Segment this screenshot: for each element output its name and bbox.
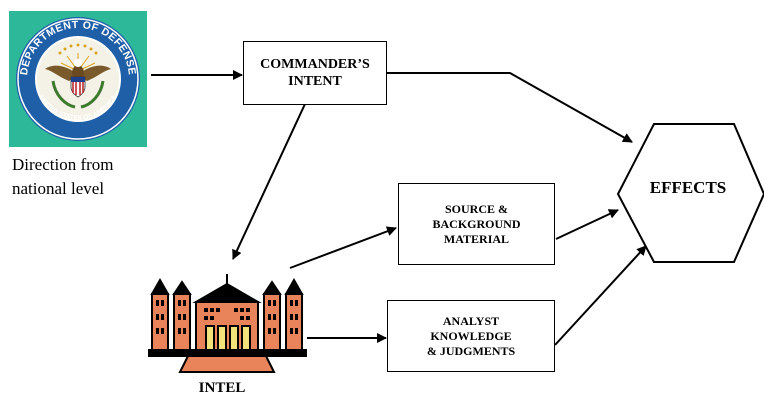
source-material-line-2: BACKGROUND [432,216,521,231]
commanders-intent-line-2: INTENT [288,74,342,89]
laurel-right-icon [80,80,105,109]
source-material-line-1: SOURCE & [444,201,508,216]
effects-hexagon [616,123,764,263]
dod-seal: DEPARTMENT OF DEFENSE UNITED STATES OF A… [9,11,147,147]
laurel-left-icon [51,80,76,109]
commanders-intent-line-1: COMMANDER’S [260,56,370,72]
arrow-source-to-effects [555,209,619,240]
intel-label: INTEL [198,380,246,396]
eagle-left-wing-icon [45,65,78,81]
caption-line-1: Direction from [12,155,114,174]
effects-label: EFFECTS [649,178,727,197]
analyst-knowledge-line-2: KNOWLEDGE [430,328,512,343]
arrow-intel-to-source [289,226,397,269]
direction-caption: Direction from national level [12,153,162,201]
dod-seal-graphic: DEPARTMENT OF DEFENSE UNITED STATES OF A… [16,17,140,141]
commanders-intent-box: COMMANDER’S INTENT [243,41,387,105]
seal-stars [58,43,98,55]
arrow-analyst-to-effects [554,245,647,346]
analyst-knowledge-line-3: & JUDGMENTS [426,343,516,358]
analyst-knowledge-line-1: ANALYST [442,313,500,328]
analyst-knowledge-box: ANALYST KNOWLEDGE & JUDGMENTS [387,300,555,372]
eagle-right-wing-icon [78,65,111,81]
arrow-intent-to-effects [386,72,633,143]
source-material-box: SOURCE & BACKGROUND MATERIAL [398,183,555,265]
source-material-line-3: MATERIAL [443,231,510,246]
intel-building-icon [148,274,307,373]
caption-line-2: national level [12,179,105,198]
arrow-intent-to-intel [232,103,306,260]
